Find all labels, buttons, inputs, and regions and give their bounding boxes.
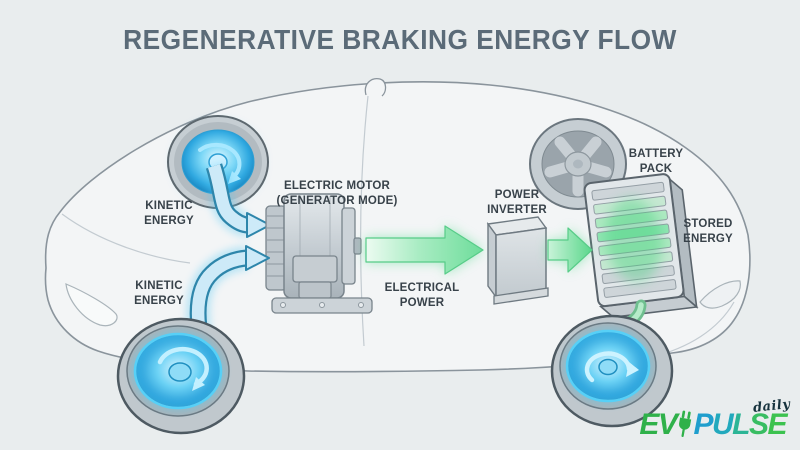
label-stored-energy: STORED ENERGY xyxy=(683,218,733,245)
ev-pulse-logo: EV P U L S E daily xyxy=(639,397,791,441)
electrical-power-arrow xyxy=(365,225,484,275)
label-battery-pack: BATTERY PACK xyxy=(628,148,684,175)
stored-energy-arrow xyxy=(547,227,593,273)
label-power-inverter: POWER INVERTER xyxy=(487,189,547,216)
kinetic-energy-arrow-top xyxy=(202,162,271,238)
label-electric-motor: ELECTRIC MOTOR (GENERATOR MODE) xyxy=(276,180,398,207)
wheel-front-far xyxy=(167,115,269,209)
label-kinetic-energy-front: KINETIC ENERGY xyxy=(144,200,194,227)
rotation-arrow-icon xyxy=(157,347,209,387)
kinetic-energy-arrow-bottom xyxy=(186,245,270,344)
taillight xyxy=(699,280,741,309)
rotation-arrow-icon xyxy=(198,142,242,180)
logo-ev-text: EV xyxy=(639,408,678,441)
headlight xyxy=(65,283,118,327)
electric-motor xyxy=(265,193,373,314)
hood-crease-line xyxy=(61,213,191,264)
plug-icon xyxy=(675,409,695,441)
power-inverter-box xyxy=(486,216,549,305)
page-title: REGENERATIVE BRAKING ENERGY FLOW xyxy=(123,24,677,55)
wheel-rear-near xyxy=(550,314,674,428)
label-electrical-power: ELECTRICAL POWER xyxy=(384,282,460,309)
rotation-arrow-icon xyxy=(584,351,632,383)
wheel-front-near xyxy=(116,317,246,435)
logo-pulse-text: P U L S E daily xyxy=(693,397,791,441)
side-mirror xyxy=(364,78,387,97)
label-kinetic-energy-rear: KINETIC ENERGY xyxy=(134,280,184,307)
battery-pack xyxy=(583,173,699,319)
